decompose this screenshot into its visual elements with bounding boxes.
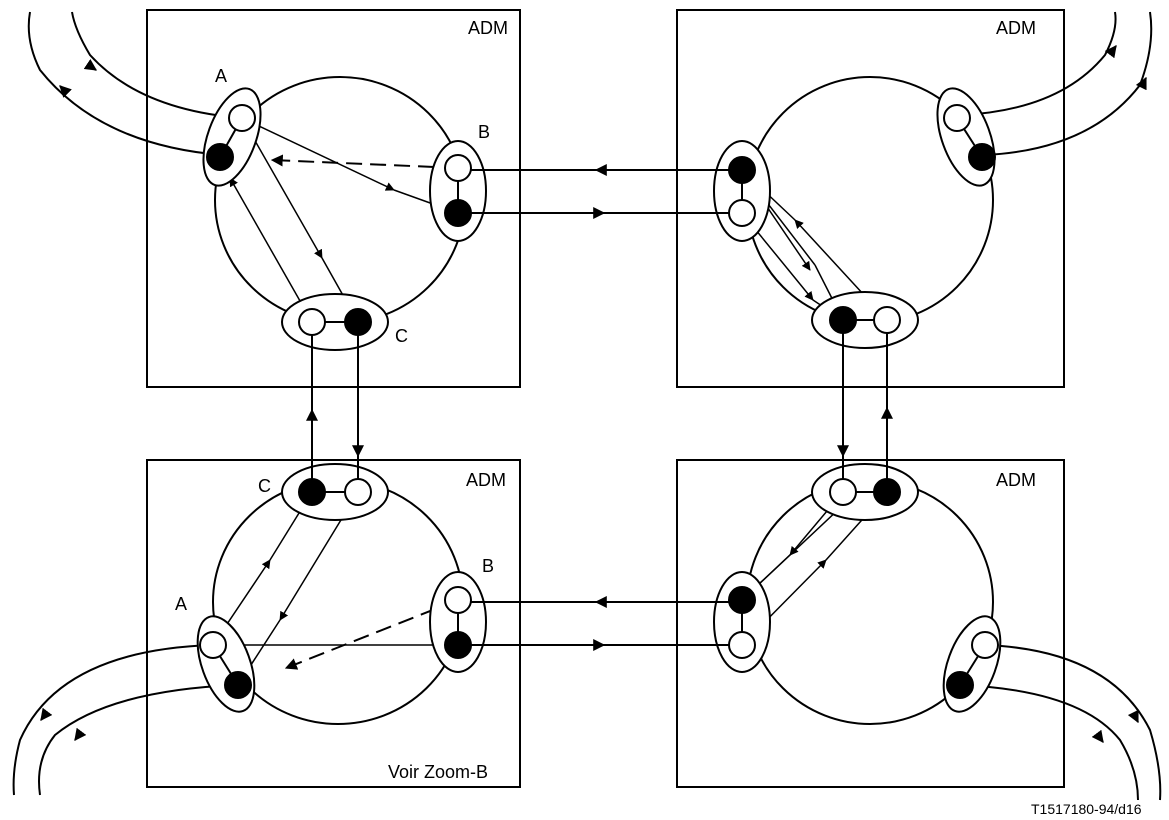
port-label-b: B (478, 122, 490, 142)
trib-bl-in (12, 644, 214, 796)
trib-tr-out (984, 11, 1153, 156)
adm-bottom-left: ADM A B C Voir Zoom-B (146, 459, 521, 788)
port-a-in (228, 104, 256, 132)
trib-br-out (959, 684, 1139, 801)
adm-box (146, 9, 521, 388)
port-c-in (298, 308, 326, 336)
port-label-a: A (215, 66, 227, 86)
adm-box (676, 9, 1065, 388)
trib-bl-out (38, 684, 239, 796)
port-east-out (968, 143, 996, 171)
port-c-out (344, 308, 372, 336)
trib-br-in (984, 644, 1162, 801)
port-east-in (971, 631, 999, 659)
port-east-in (943, 104, 971, 132)
port-c-in (344, 478, 372, 506)
port-south-in (873, 306, 901, 334)
port-b-out (444, 631, 472, 659)
zoom-note: Voir Zoom-B (388, 762, 488, 782)
adm-box (146, 459, 521, 788)
tributary-arcs (12, 11, 1162, 801)
trib-tr-in (961, 11, 1117, 116)
port-north-out (873, 478, 901, 506)
port-a-out (224, 671, 252, 699)
port-b-in (444, 154, 472, 182)
port-west-in (728, 631, 756, 659)
adm-box (676, 459, 1065, 788)
port-a-in (199, 631, 227, 659)
port-a-out (206, 143, 234, 171)
figure-reference: T1517180-94/d16 (1031, 801, 1142, 817)
adm-title: ADM (996, 470, 1036, 490)
port-label-c: C (258, 476, 271, 496)
port-south-out (829, 306, 857, 334)
port-north-in (829, 478, 857, 506)
port-label-c: C (395, 326, 408, 346)
port-west-out (728, 586, 756, 614)
adm-top-left: ADM A B C (146, 9, 521, 388)
adm-title: ADM (466, 470, 506, 490)
adm-title: ADM (996, 18, 1036, 38)
port-label-b: B (482, 556, 494, 576)
port-east-out (946, 671, 974, 699)
port-label-a: A (175, 594, 187, 614)
adm-top-right: ADM (676, 9, 1065, 388)
adm-bottom-right: ADM (676, 459, 1065, 788)
port-west-in (728, 199, 756, 227)
adm-title: ADM (468, 18, 508, 38)
port-c-out (298, 478, 326, 506)
port-b-in (444, 586, 472, 614)
trib-tl-in (71, 11, 243, 119)
inter-adm-links (306, 164, 893, 651)
